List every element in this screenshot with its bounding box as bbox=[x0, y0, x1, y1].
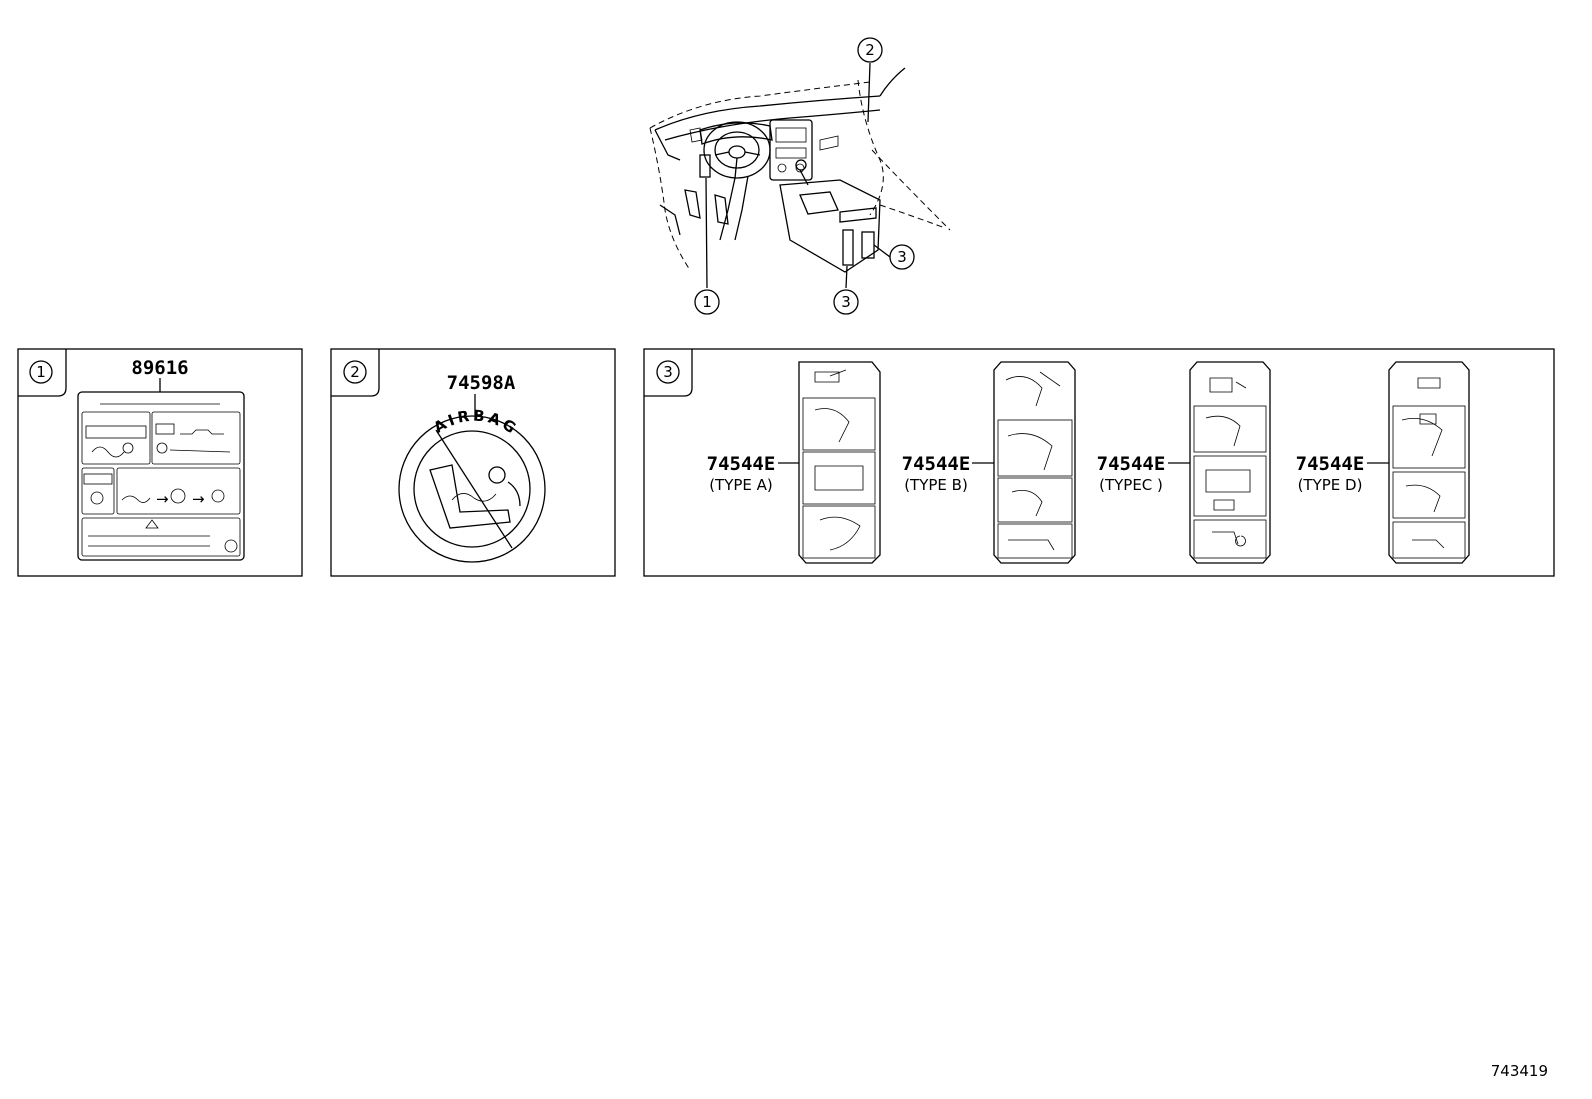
type-b-part-number: 74544E bbox=[902, 453, 971, 475]
svg-text:AIRBAG: AIRBAG bbox=[430, 406, 521, 438]
panel-3: 3 74544E (TYPE A) 74544E (TYPE B) 74544E… bbox=[643, 348, 1555, 577]
airbag-warning-seal: AIRBAG bbox=[398, 406, 546, 563]
panel-2: 2 74598A AIRBAG bbox=[330, 348, 616, 577]
panel-2-index: 2 bbox=[350, 363, 360, 381]
panel-3-index: 3 bbox=[663, 363, 673, 381]
type-d-label-strip bbox=[1388, 361, 1470, 564]
svg-text:2: 2 bbox=[865, 41, 875, 59]
type-c-label: (TYPEC ) bbox=[1099, 476, 1163, 494]
panel-1-index: 1 bbox=[36, 363, 46, 381]
type-a-part-number: 74544E bbox=[707, 453, 776, 475]
type-b-label: (TYPE B) bbox=[904, 476, 968, 494]
warning-label-drawing: → → bbox=[77, 391, 245, 561]
svg-text:3: 3 bbox=[841, 293, 851, 311]
svg-text:1: 1 bbox=[702, 293, 712, 311]
callout-2: 2 bbox=[857, 37, 883, 63]
svg-text:3: 3 bbox=[897, 248, 907, 266]
callout-3-right: 3 bbox=[889, 244, 915, 270]
type-a-label: (TYPE A) bbox=[709, 476, 773, 494]
svg-text:→: → bbox=[192, 490, 205, 508]
type-c-part-number: 74544E bbox=[1097, 453, 1166, 475]
type-a-label-strip bbox=[798, 361, 881, 564]
part-number-89616: 89616 bbox=[131, 357, 188, 379]
svg-text:→: → bbox=[156, 490, 169, 508]
type-c-label-strip bbox=[1189, 361, 1271, 564]
callout-1: 1 bbox=[694, 289, 720, 315]
figure-id: 743419 bbox=[1491, 1062, 1548, 1080]
callout-3-lower: 3 bbox=[833, 289, 859, 315]
type-d-part-number: 74544E bbox=[1296, 453, 1365, 475]
airbag-seal-text: AIRBAG bbox=[430, 406, 518, 438]
dashboard-illustration bbox=[649, 62, 951, 289]
panel-1: 1 89616 → → bbox=[17, 348, 303, 577]
type-d-label: (TYPE D) bbox=[1298, 476, 1363, 494]
part-number-74598A: 74598A bbox=[447, 372, 516, 394]
type-b-label-strip bbox=[993, 361, 1076, 564]
